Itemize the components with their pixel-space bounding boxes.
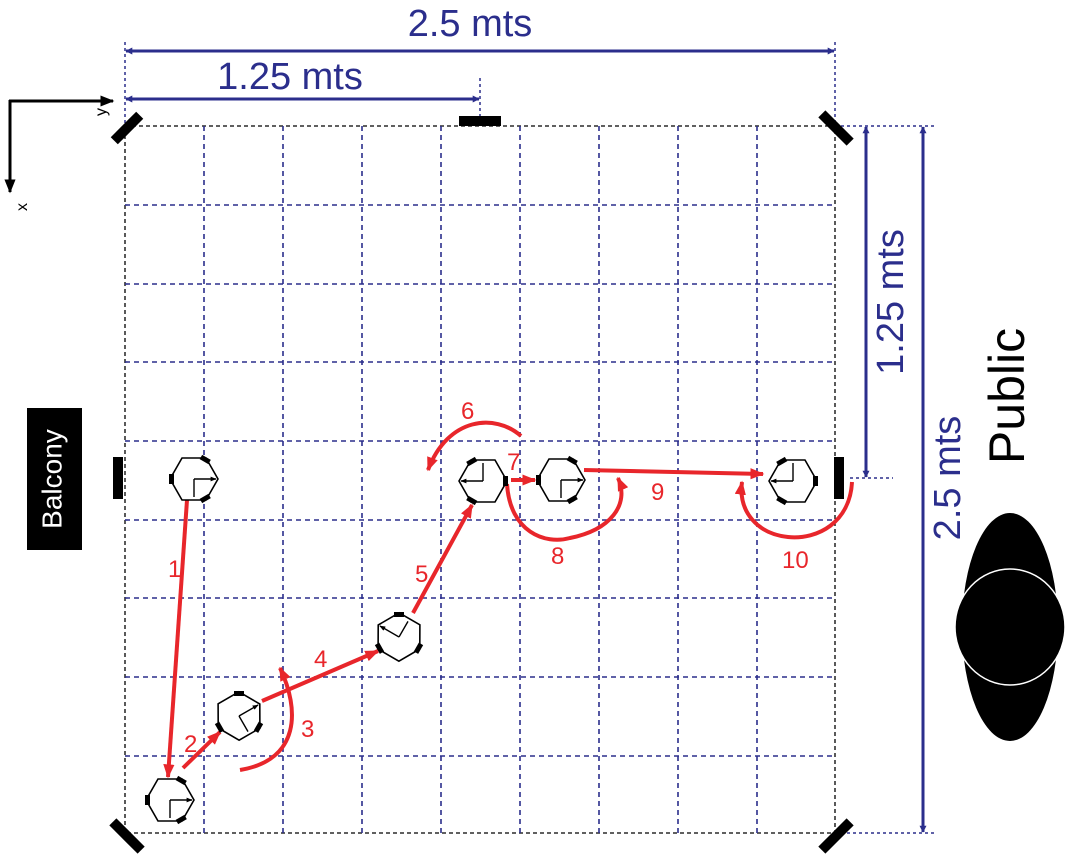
- public-label: Public: [979, 328, 1035, 464]
- right-full-dimension-label: 2.5 mts: [927, 416, 969, 541]
- path-segment-5: [411, 503, 474, 614]
- robot-icon: [169, 454, 219, 504]
- path-segment-4: [261, 649, 380, 703]
- robot-icon: [536, 455, 586, 505]
- step-label-3: 3: [301, 716, 314, 743]
- step-label-5: 5: [415, 561, 428, 588]
- right-half-dimension-label: 1.25 mts: [870, 229, 912, 375]
- anchor-top-center: [459, 116, 501, 126]
- path-turn-10: [734, 480, 854, 540]
- anchor-left-middle: [113, 457, 123, 499]
- robot-icon: [214, 690, 264, 742]
- robot-icon: [768, 456, 818, 506]
- step-label-1: 1: [168, 556, 181, 583]
- path-segment-1: [163, 499, 189, 779]
- step-label-6: 6: [461, 398, 474, 425]
- path-turn-3: [239, 666, 294, 772]
- path-turn-6: [426, 420, 523, 472]
- anchor-top-right: [818, 110, 854, 146]
- step-label-4: 4: [314, 646, 327, 673]
- dimension-extension-lines: [124, 42, 935, 834]
- x-axis-label: x: [14, 203, 31, 211]
- balcony-label: Balcony: [27, 408, 82, 550]
- svg-text:Balcony: Balcony: [36, 429, 67, 529]
- anchor-right-middle: [834, 457, 844, 499]
- anchor-bottom-right: [818, 818, 854, 854]
- step-label-2: 2: [184, 731, 197, 758]
- anchors: [109, 110, 854, 854]
- audience-head-icon: [954, 513, 1066, 741]
- robot-icon: [374, 611, 424, 663]
- y-axis-label: y: [93, 108, 110, 116]
- path-segment-2: [181, 730, 222, 770]
- top-half-dimension-label: 1.25 mts: [217, 56, 363, 98]
- anchor-bottom-left: [109, 818, 145, 854]
- step-label-10: 10: [782, 547, 809, 574]
- path-turn-8: [505, 476, 629, 542]
- grid-outline: [124, 125, 836, 834]
- top-full-dimension-label: 2.5 mts: [408, 3, 533, 45]
- step-label-8: 8: [551, 543, 564, 570]
- trajectory: [163, 420, 854, 779]
- robots: [145, 454, 818, 825]
- coordinate-axes: y x: [4, 95, 115, 211]
- anchor-top-left: [110, 111, 144, 145]
- step-label-7: 7: [507, 449, 520, 476]
- path-segment-9: [583, 468, 765, 480]
- step-labels: 1 2 3 4 5 6 7 8 9 10: [168, 398, 809, 758]
- dimension-annotations: 2.5 mts 1.25 mts 1.25 mts 2.5 mts: [124, 3, 969, 834]
- robot-icon: [458, 456, 508, 506]
- robot-icon: [145, 775, 195, 825]
- step-label-9: 9: [651, 479, 664, 506]
